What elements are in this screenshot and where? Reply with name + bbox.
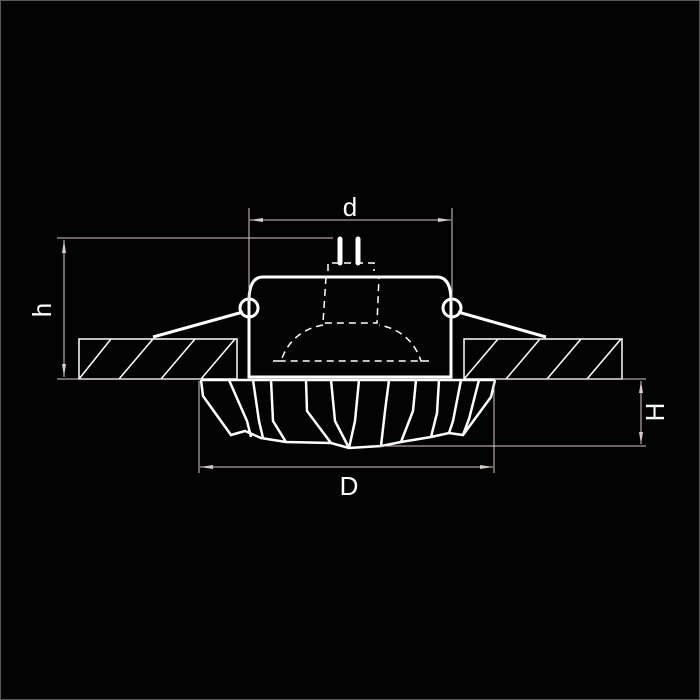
label-H: H [640,403,670,422]
label-h: h [27,303,57,317]
spring-clip-right [441,297,547,339]
lamp-pins [337,236,361,266]
label-D: D [340,471,359,501]
crystal-decor-ring [199,378,497,450]
housing-body [247,275,453,379]
spring-clip-left [152,297,260,339]
dimension-arrows [62,218,643,469]
lamp-outline-dashed [273,262,429,362]
ceiling-panel-left [78,338,238,380]
ceiling-panel-right [463,338,623,380]
label-d: d [343,192,357,222]
dimension-lines [57,208,646,473]
